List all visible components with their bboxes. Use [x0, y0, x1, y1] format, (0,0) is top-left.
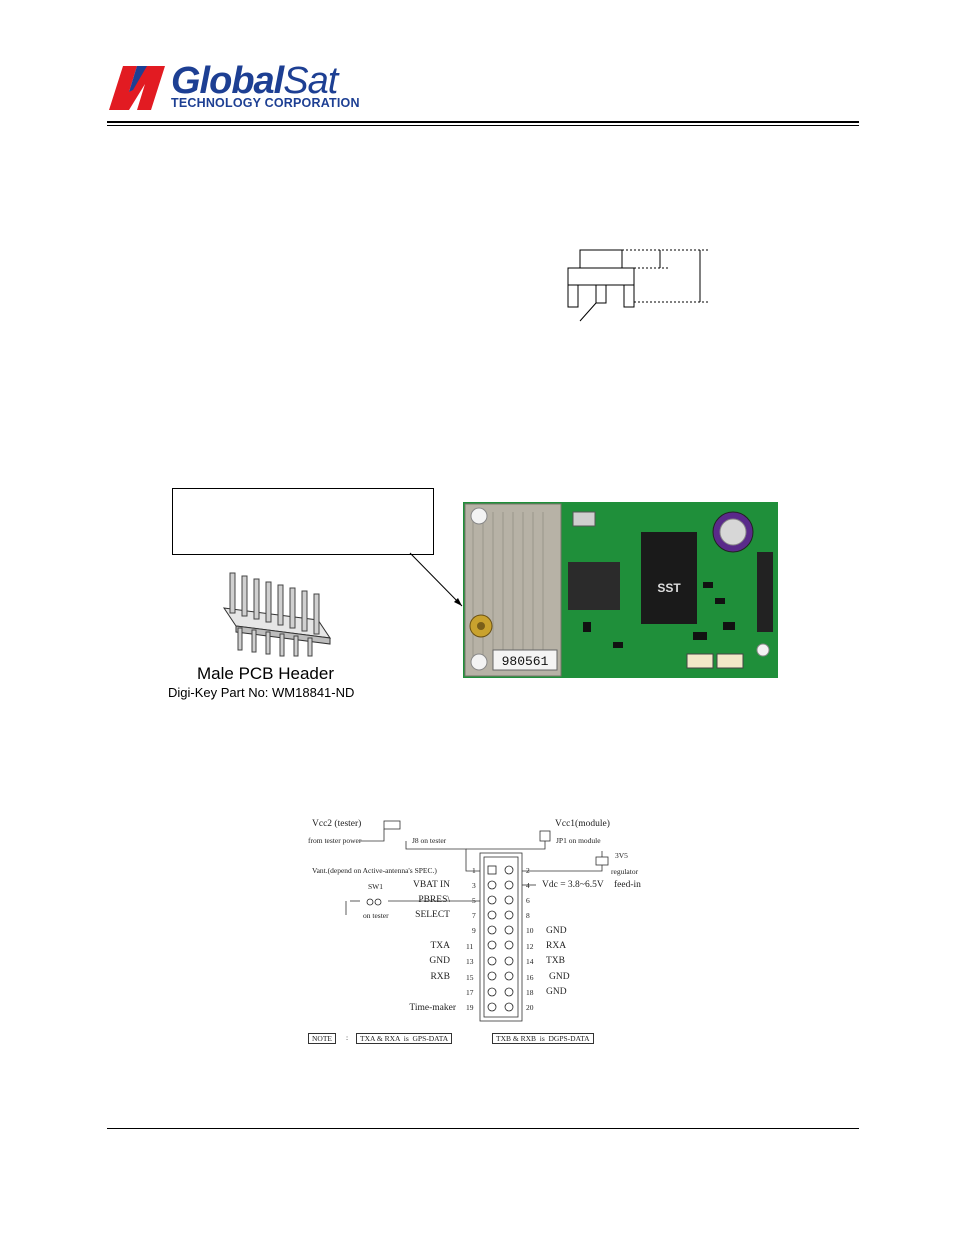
logo-subtitle: TECHNOLOGY CORPORATION [171, 96, 360, 110]
callout-pointer [409, 552, 463, 607]
left-label-13: GND [429, 956, 450, 966]
right-label-12: RXA [546, 941, 567, 951]
gps-module-pcb-photo: 980561 SST [463, 502, 778, 678]
left-label-19: Time-maker [409, 1003, 456, 1013]
pinout-lines [345, 820, 609, 1022]
header-rule-bottom [107, 125, 859, 126]
left-label-11: TXA [430, 941, 450, 951]
left-label-7: SELECT [415, 910, 450, 920]
note-separator: : [346, 1033, 349, 1042]
3v5-label: 3V5 [615, 851, 628, 860]
vcc1-label: Vcc1(module) [555, 819, 610, 829]
pcb-label: 980561 [502, 654, 549, 669]
vant-label: Vant.(depend on Active-antenna's SPEC.) [312, 866, 437, 875]
callout-box [172, 488, 434, 555]
logo-mark-icon [109, 66, 165, 110]
pin-number-8: 8 [526, 911, 530, 920]
left-label-5: PBRES\ [418, 895, 450, 905]
pin-number-19: 19 [466, 1003, 474, 1012]
sw1-label: SW1 [368, 882, 383, 891]
regulator-label: regulator [611, 867, 639, 876]
pin-number-1: 1 [472, 866, 476, 875]
company-logo: GlobalSat TECHNOLOGY CORPORATION [107, 62, 367, 114]
pin-number-20: 20 [526, 1003, 534, 1012]
pin-number-10: 10 [526, 926, 534, 935]
right-label-14: TXB [546, 956, 565, 966]
vcc2-label: Vcc2 (tester) [312, 819, 362, 829]
jp1-label: JP1 on module [556, 836, 601, 845]
pin-number-12: 12 [526, 942, 534, 951]
male-pcb-header-image [222, 572, 332, 657]
header-caption-part-no: Digi-Key Part No: WM18841-ND [168, 685, 355, 700]
pin-number-11: 11 [466, 942, 474, 951]
pin-number-15: 15 [466, 973, 474, 982]
right-label-18: GND [546, 987, 567, 997]
logo-wordmark: GlobalSat [171, 60, 338, 102]
pin-number-4: 4 [526, 881, 530, 890]
pin-number-13: 13 [466, 957, 474, 966]
pin-number-2: 2 [526, 866, 530, 875]
pin-number-5: 5 [472, 896, 476, 905]
pin-number-16: 16 [526, 973, 534, 982]
feed-in-label: feed-in [614, 880, 641, 890]
chip-brand-text: SST [657, 581, 681, 595]
left-label-15: RXB [430, 972, 450, 982]
pin-number-18: 18 [526, 988, 534, 997]
note-label: NOTE [308, 1033, 336, 1044]
header-caption-title: Male PCB Header [197, 664, 335, 683]
note-gps-data: TXA & RXA is GPS-DATA [356, 1033, 453, 1044]
pin-number-3: 3 [472, 881, 476, 890]
header-dimension-diagram [567, 249, 710, 322]
pin-number-9: 9 [472, 926, 476, 935]
pin-number-17: 17 [466, 988, 474, 997]
on-tester-label: on tester [363, 911, 389, 920]
right-label-10: GND [546, 926, 567, 936]
vdc-label: Vdc = 3.8~6.5V [542, 880, 604, 890]
left-label-3: VBAT IN [412, 880, 450, 890]
pin-number-6: 6 [526, 896, 530, 905]
pin-number-7: 7 [472, 911, 476, 920]
footer-rule [107, 1128, 859, 1129]
pinout-diagram: Vcc2 (tester) from tester power J8 on te… [300, 815, 670, 1050]
note-dgps-data: TXB & RXB is DGPS-DATA [492, 1033, 594, 1044]
pin-number-14: 14 [526, 957, 534, 966]
from-tester-label: from tester power [308, 836, 362, 845]
header-rule-top [107, 121, 859, 123]
j8-label: J8 on tester [412, 836, 447, 845]
right-label-16: GND [549, 972, 570, 982]
